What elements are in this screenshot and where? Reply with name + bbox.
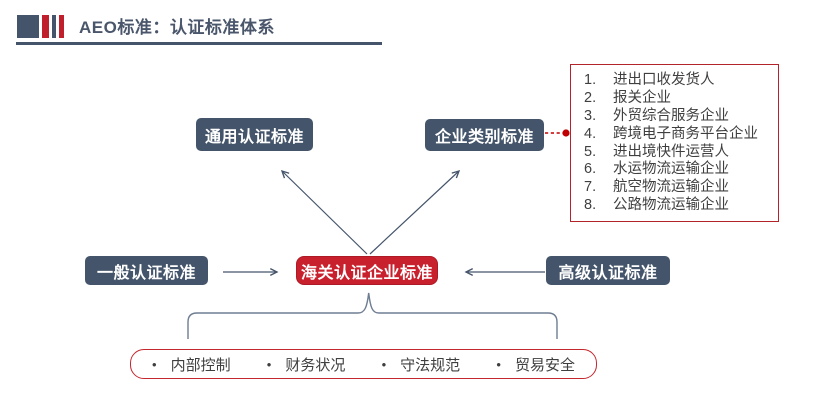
criteria-item: • 守法规范: [382, 354, 461, 375]
logo-bars-icon: [59, 15, 64, 38]
list-item: 2. 报关企业: [584, 90, 774, 108]
list-item-number: 5.: [584, 143, 597, 160]
list-item-label: 进出境快件运营人: [613, 143, 729, 160]
list-item-number: 6.: [584, 161, 597, 178]
criteria-box: • 内部控制 • 财务状况 • 守法规范 • 贸易安全: [130, 349, 597, 379]
list-item: 8. 公路物流运输企业: [584, 197, 774, 215]
list-item-label: 外贸综合服务企业: [613, 107, 729, 124]
enterprise-category-list: 1. 进出口收发货人 2. 报关企业 3. 外贸综合服务企业 4. 跨境电子商务…: [570, 64, 779, 222]
criteria-item: • 财务状况: [267, 354, 346, 375]
list-item: 7. 航空物流运输企业: [584, 179, 774, 197]
criteria-item: • 贸易安全: [496, 354, 575, 375]
criteria-label: 守法规范: [400, 356, 461, 374]
list-item: 1. 进出口收发货人: [584, 72, 774, 90]
bullet-icon: •: [496, 356, 501, 372]
list-item-number: 2.: [584, 89, 597, 106]
dashed-connector-dot: [562, 129, 570, 137]
list-item: 6. 水运物流运输企业: [584, 161, 774, 179]
list-item-label: 航空物流运输企业: [613, 179, 729, 196]
list-item: 4. 跨境电子商务平台企业: [584, 126, 774, 144]
box-enterprise-category-standard: 企业类别标准: [425, 119, 544, 151]
bullet-icon: •: [152, 356, 157, 372]
box-basic-cert-standard: 一般认证标准: [85, 256, 208, 285]
list-item-label: 报关企业: [613, 89, 671, 106]
logo-bars-icon: [42, 15, 49, 38]
box-advanced-cert-standard: 高级认证标准: [546, 256, 670, 285]
list-item-number: 8.: [584, 197, 597, 214]
box-general-cert-standard: 通用认证标准: [196, 118, 313, 151]
bullet-icon: •: [381, 356, 387, 372]
page-title: AEO标准：认证标准体系: [79, 18, 275, 37]
list-item-number: 1.: [584, 72, 597, 88]
list-item: 3. 外贸综合服务企业: [584, 108, 774, 126]
criteria-label: 内部控制: [170, 356, 231, 374]
logo-bars-icon: [17, 15, 39, 38]
list-item-label: 跨境电子商务平台企业: [613, 125, 758, 142]
bullet-icon: •: [266, 356, 272, 372]
logo-bars-icon: [52, 15, 56, 38]
criteria-label: 财务状况: [285, 356, 346, 374]
title-underline: [16, 42, 382, 45]
criteria-item: • 内部控制: [152, 354, 231, 375]
box-customs-certified-enterprise-standard: 海关认证企业标准: [296, 256, 438, 285]
list-item-number: 4.: [584, 125, 597, 142]
list-item-label: 公路物流运输企业: [613, 197, 729, 214]
list-item: 5. 进出境快件运营人: [584, 144, 774, 162]
criteria-label: 贸易安全: [514, 356, 575, 374]
arrow-center-to-category: [369, 171, 459, 255]
list-item-label: 水运物流运输企业: [613, 161, 729, 178]
bracket-connector: [187, 292, 558, 339]
list-item-number: 3.: [584, 107, 597, 124]
list-item-label: 进出口收发货人: [613, 72, 715, 88]
list-item-number: 7.: [584, 179, 597, 196]
arrow-center-to-general: [282, 171, 368, 255]
